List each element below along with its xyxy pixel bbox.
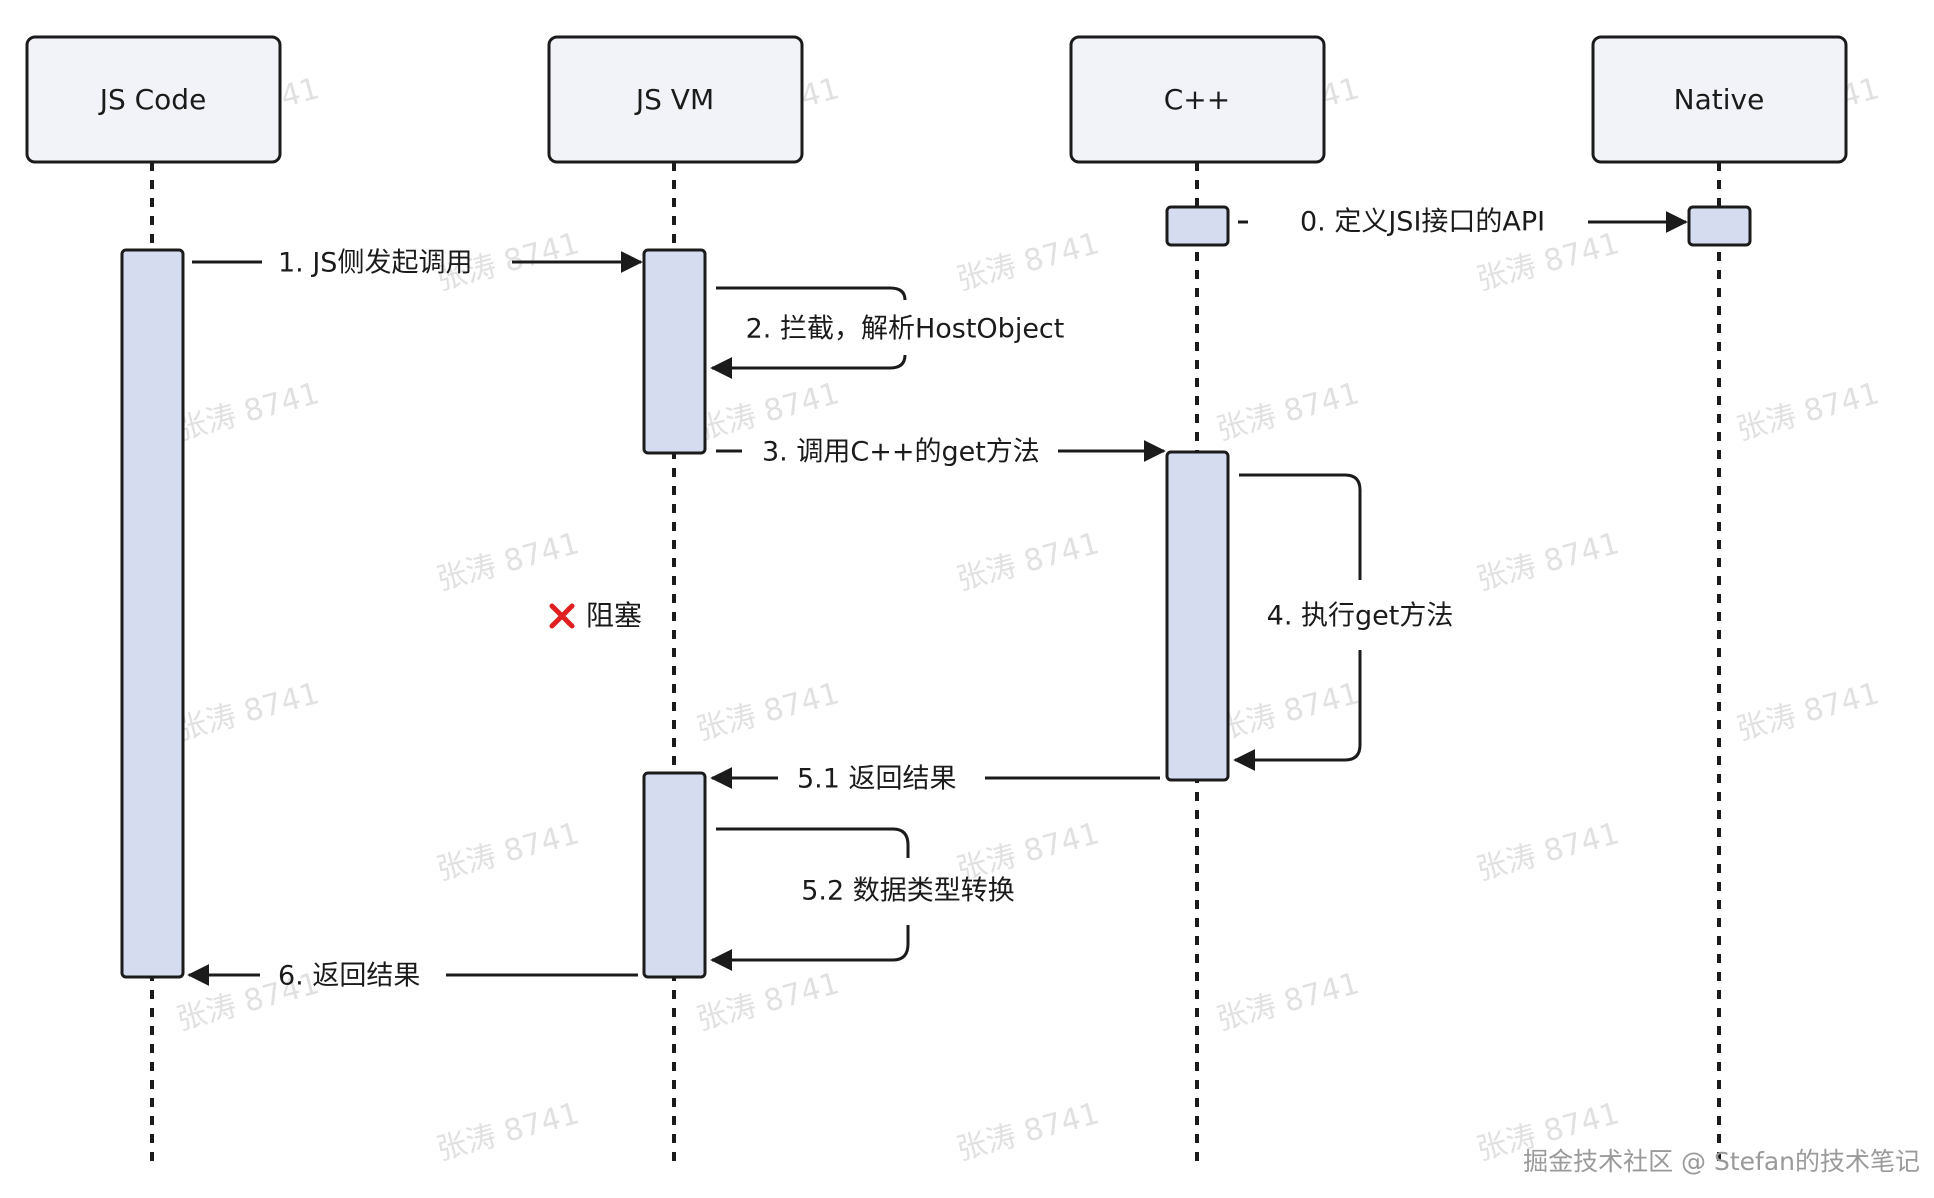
message-line <box>716 286 907 301</box>
activation-cpp-main <box>1165 450 1230 782</box>
watermark: 张涛 8741 <box>1733 376 1883 448</box>
watermark: 张涛 8741 <box>953 526 1103 598</box>
lifeline-cpp: C++ <box>1069 35 1326 164</box>
message-line <box>1239 473 1362 580</box>
cross-icon <box>549 603 575 629</box>
watermark-layer: 张涛 8741 张涛 8741 张涛 8741 张涛 8741 张涛 8741 … <box>173 71 1883 1168</box>
activation-js-code <box>120 248 185 979</box>
blocked-label: 阻塞 <box>586 599 642 632</box>
lifeline-header-box <box>1591 35 1848 164</box>
message-6: 6. 返回结果 <box>187 961 638 992</box>
watermark: 张涛 8741 <box>1213 676 1363 748</box>
activation-native-small <box>1687 205 1752 247</box>
lifeline-js-code: JS Code <box>25 35 282 164</box>
activation-cpp-small <box>1165 205 1230 247</box>
watermark: 张涛 8741 <box>433 526 583 598</box>
message-0: 0. 定义JSI接口的API <box>1238 207 1688 238</box>
watermark: 张涛 8741 <box>173 676 323 748</box>
message-label: 4. 执行get方法 <box>1267 601 1454 632</box>
message-label: 5.2 数据类型转换 <box>801 876 1015 907</box>
blocked-note: 阻塞 <box>549 599 642 632</box>
message-3: 3. 调用C++的get方法 <box>716 437 1166 468</box>
lifeline-title: Native <box>1674 83 1765 116</box>
lifeline-header-box <box>547 35 804 164</box>
lifeline-title: JS VM <box>634 83 714 116</box>
lifeline-title: JS Code <box>98 83 207 116</box>
footer-attribution: 掘金技术社区 @ Stefan的技术笔记 <box>1523 1147 1920 1176</box>
watermark: 张涛 8741 <box>1213 376 1363 448</box>
lifeline-header-box <box>25 35 282 164</box>
lifeline-native: Native <box>1591 35 1848 164</box>
message-label: 0. 定义JSI接口的API <box>1300 207 1545 238</box>
watermark: 张涛 8741 <box>953 226 1103 298</box>
lifeline-header-box <box>1069 35 1326 164</box>
message-5-2: 5.2 数据类型转换 <box>710 827 1015 971</box>
watermark: 张涛 8741 <box>693 966 843 1038</box>
lifeline-js-vm: JS VM <box>547 35 804 164</box>
message-5-1: 5.1 返回结果 <box>710 764 1160 795</box>
message-label: 2. 拦截，解析HostObject <box>746 314 1065 345</box>
watermark: 张涛 8741 <box>1473 816 1623 888</box>
message-line <box>716 827 910 858</box>
message-4: 4. 执行get方法 <box>1233 473 1454 771</box>
message-line <box>710 925 910 971</box>
message-1: 1. JS侧发起调用 <box>192 248 643 279</box>
watermark: 张涛 8741 <box>173 376 323 448</box>
message-label: 5.1 返回结果 <box>797 764 957 795</box>
watermark: 张涛 8741 <box>693 676 843 748</box>
watermark: 张涛 8741 <box>1473 526 1623 598</box>
message-line <box>1233 650 1362 771</box>
watermark: 张涛 8741 <box>1733 676 1883 748</box>
activation-js-vm-1 <box>642 248 707 455</box>
lifeline-title: C++ <box>1164 83 1230 116</box>
watermark: 张涛 8741 <box>433 816 583 888</box>
message-2: 2. 拦截，解析HostObject <box>710 286 1065 379</box>
message-label: 1. JS侧发起调用 <box>278 248 472 279</box>
message-line <box>710 354 907 379</box>
watermark: 张涛 8741 <box>1213 966 1363 1038</box>
activation-js-vm-2 <box>642 771 707 979</box>
message-label: 6. 返回结果 <box>278 961 420 992</box>
watermark: 张涛 8741 <box>953 1096 1103 1168</box>
watermark: 张涛 8741 <box>433 1096 583 1168</box>
message-label: 3. 调用C++的get方法 <box>762 437 1040 468</box>
